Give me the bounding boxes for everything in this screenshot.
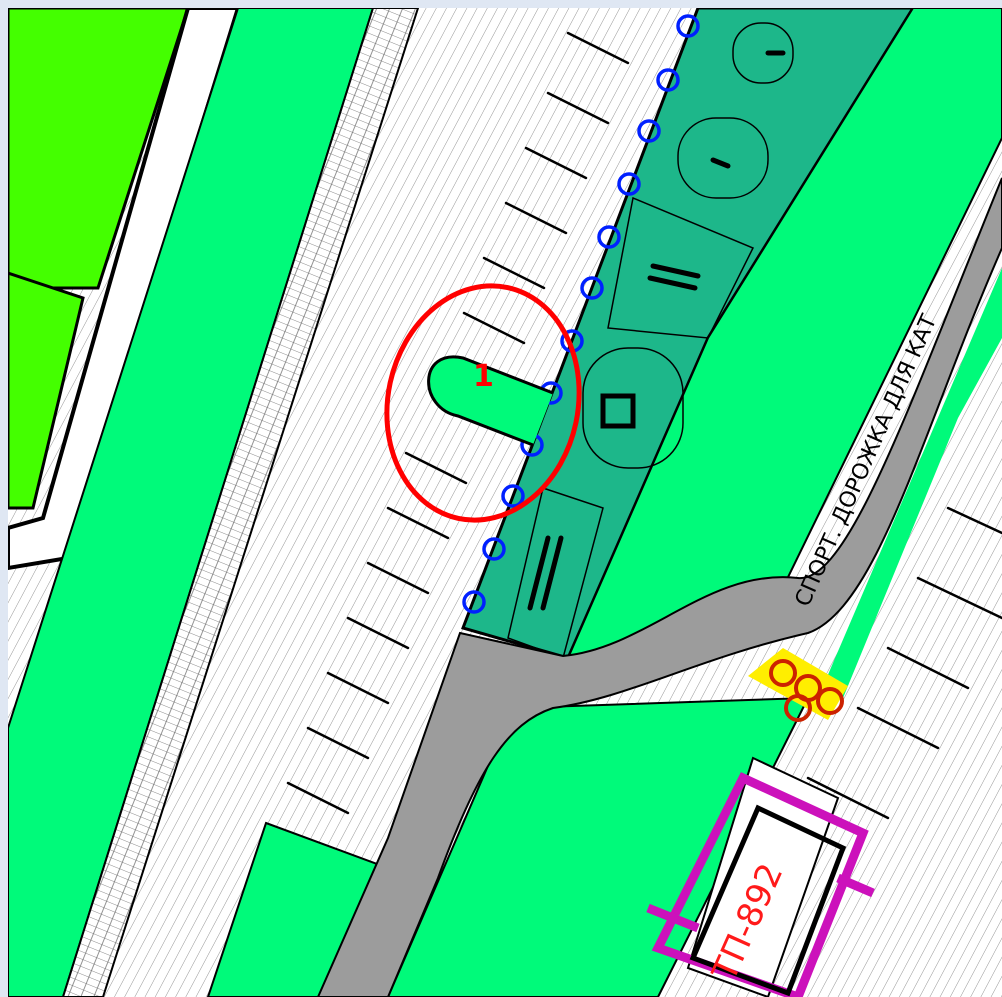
right-lawn-edge bbox=[818, 268, 1002, 698]
marker-number: 1 bbox=[473, 359, 494, 394]
parking-markers bbox=[286, 31, 1002, 820]
bright-lawn-block-lower bbox=[8, 271, 85, 510]
left-lawn bbox=[8, 8, 375, 997]
equipment-symbols bbox=[527, 50, 786, 611]
sidewalk bbox=[61, 8, 420, 997]
substation: ТП-892 bbox=[646, 756, 875, 997]
lawn-peninsula bbox=[427, 355, 554, 447]
highlight-marker: 1 bbox=[384, 283, 582, 523]
building-wall bbox=[8, 8, 241, 571]
lower-central-lawn bbox=[386, 696, 810, 997]
site-plan-map: СПОРТ. ДОРОЖКА ДЛЯ КАТ bbox=[8, 8, 1002, 997]
sports-path bbox=[316, 177, 1002, 997]
bright-lawn-block bbox=[8, 8, 190, 290]
site-plan-svg: СПОРТ. ДОРОЖКА ДЛЯ КАТ bbox=[8, 8, 1002, 997]
pedestrian-crossing bbox=[748, 648, 848, 722]
